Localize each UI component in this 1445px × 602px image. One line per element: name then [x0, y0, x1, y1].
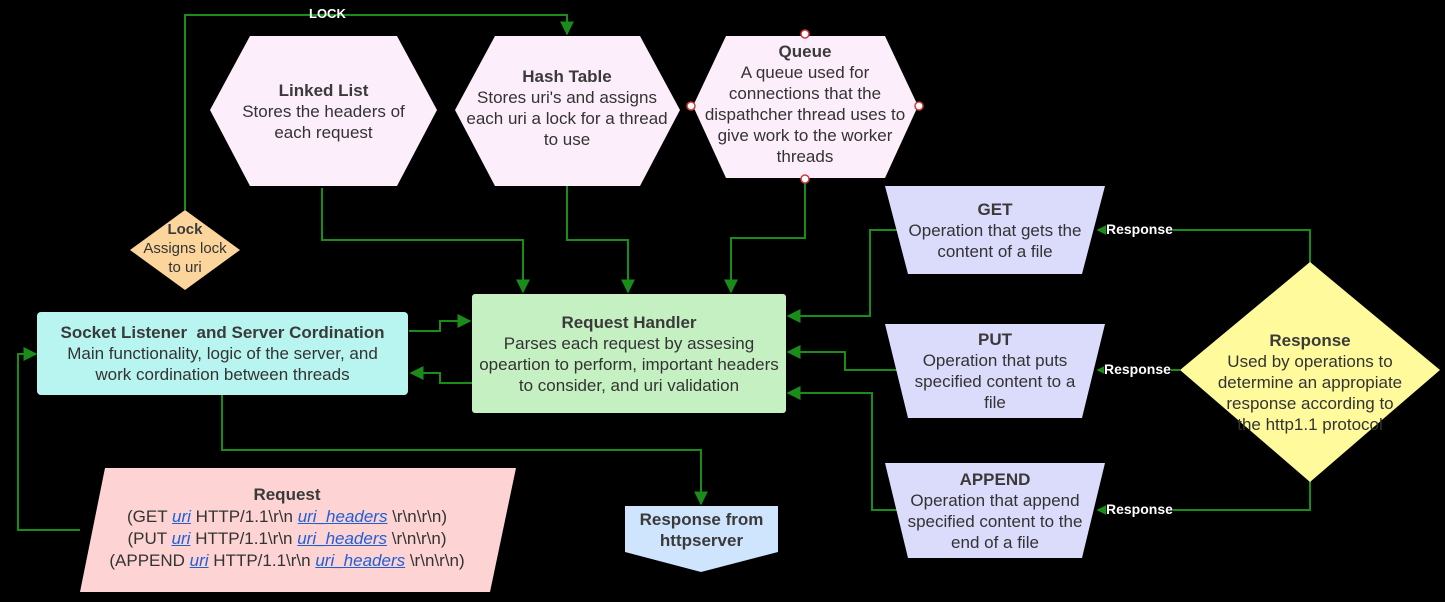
edge-socket-to-handler: [409, 314, 472, 332]
get-label: GET Operation that gets the content of a…: [905, 192, 1085, 268]
edge-get-to-handler: [786, 229, 900, 323]
put-title: PUT: [978, 330, 1012, 349]
response-label: Response Used by operations to determine…: [1210, 312, 1410, 452]
hash-table-label: Hash Table Stores uri's and assigns each…: [462, 60, 672, 156]
hash-table-desc: Stores uri's and assigns each uri a lock…: [466, 88, 668, 149]
append-desc: Operation that append specified content …: [907, 491, 1083, 552]
response-desc: Used by operations to determine an appro…: [1217, 351, 1403, 434]
edge-request-to-socket: [17, 347, 80, 531]
uri-headers-link[interactable]: uri_headers: [297, 529, 387, 548]
linked-list-title: Linked List: [278, 80, 369, 100]
edge-append-to-handler: [786, 386, 905, 511]
socket-listener-desc: Main functionality, logic of the server,…: [67, 343, 378, 384]
queue-handles: [686, 29, 924, 184]
request-handler-node[interactable]: [472, 294, 786, 413]
queue-label: Queue A queue used for connections that …: [698, 34, 912, 174]
edge-linked-list-to-handler: [321, 188, 530, 294]
response-from-title: Response from httpserver: [639, 510, 764, 550]
uri-link[interactable]: uri: [172, 507, 191, 526]
hash-table-node[interactable]: [455, 36, 680, 186]
edge-label-response-put: Response: [1104, 361, 1171, 377]
put-desc: Operation that puts specified content to…: [914, 351, 1076, 412]
lock-label: Lock Assigns lock to uri: [135, 216, 235, 280]
lock-desc: Assigns lock to uri: [143, 239, 227, 276]
response-title: Response: [1269, 330, 1351, 350]
uri-link[interactable]: uri: [189, 551, 209, 570]
uri-link[interactable]: uri: [171, 529, 191, 548]
queue-node[interactable]: [693, 36, 918, 178]
socket-listener-node[interactable]: [37, 312, 408, 395]
request-line-get: (GET uri HTTP/1.1\r\n uri_headers \r\n\r…: [127, 507, 447, 526]
linked-list-label: Linked List Stores the headers of each r…: [222, 72, 425, 150]
request-label: Request (GET uri HTTP/1.1\r\n uri_header…: [82, 478, 492, 578]
edge-queue-to-handler: [724, 180, 806, 294]
get-node[interactable]: [885, 186, 1105, 274]
get-title: GET: [977, 199, 1013, 219]
linked-list-node[interactable]: [210, 36, 437, 186]
edge-label-response-append: Response: [1106, 501, 1173, 517]
append-label: APPEND Operation that append specified c…: [900, 466, 1090, 556]
edge-socket-to-response-from: [221, 395, 708, 506]
edge-handler-to-socket: [409, 366, 472, 384]
edge-label-lock: LOCK: [309, 6, 346, 21]
socket-listener-title: Socket Listener and Server Cordination: [60, 322, 385, 342]
request-line-append: (APPEND uri HTTP/1.1\r\n uri_headers \r\…: [109, 551, 465, 570]
linked-list-desc: Stores the headers of each request: [242, 101, 405, 142]
edge-hash-table-to-handler: [566, 185, 635, 294]
response-from-node[interactable]: [625, 506, 778, 572]
request-line-put: (PUT uri HTTP/1.1\r\n uri_headers \r\n\r…: [127, 529, 447, 548]
socket-listener-label: Socket Listener and Server Cordination M…: [40, 314, 405, 392]
request-handler-label: Request Handler Parses each request by a…: [478, 296, 780, 411]
response-from-label: Response from httpserver: [625, 506, 778, 554]
edge-response-to-get: [1096, 223, 1311, 290]
put-node[interactable]: [885, 324, 1105, 418]
lock-title: Lock: [167, 220, 203, 238]
request-node[interactable]: [80, 468, 516, 592]
request-handler-desc: Parses each request by assesing opeartio…: [479, 333, 779, 395]
hash-table-title: Hash Table: [522, 67, 612, 86]
request-handler-title: Request Handler: [561, 312, 697, 332]
append-node[interactable]: [885, 463, 1105, 558]
edge-lock-to-hash-table: [184, 14, 574, 210]
queue-desc: A queue used for connections that the di…: [704, 63, 906, 166]
response-node[interactable]: [1180, 262, 1440, 482]
uri-headers-link[interactable]: uri_headers: [315, 551, 406, 570]
edge-put-to-handler: [786, 345, 905, 371]
append-title: APPEND: [959, 470, 1031, 489]
uri-headers-link[interactable]: uri_headers: [297, 507, 388, 526]
queue-title: Queue: [778, 42, 832, 61]
lock-node[interactable]: [130, 210, 240, 290]
request-title: Request: [253, 485, 321, 504]
get-desc: Operation that gets the content of a fil…: [908, 220, 1082, 261]
put-label: PUT Operation that puts specified conten…: [905, 326, 1085, 416]
edge-label-response-get: Response: [1106, 221, 1173, 237]
